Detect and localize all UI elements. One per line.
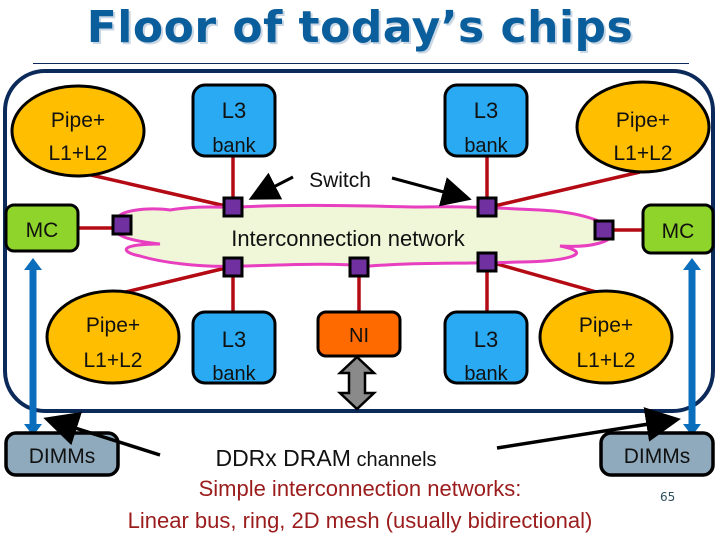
svg-text:bank: bank	[212, 363, 256, 385]
dram-channel-left	[24, 258, 42, 436]
switch-node	[111, 214, 133, 236]
dram-channel-right	[683, 258, 701, 436]
svg-text:Pipe+: Pipe+	[616, 109, 670, 132]
memory-controller-right: MC	[641, 203, 715, 255]
interconnection-network-cloud: Interconnection network	[113, 203, 614, 268]
interconnection-network-label: Interconnection network	[231, 226, 466, 251]
dram-channels-label: DDRx DRAM channels	[215, 445, 436, 471]
caption-line-1: Simple interconnection networks:	[198, 476, 522, 501]
switch-label: Switch	[309, 169, 371, 192]
slide-title: Floor of today’s chips	[86, 2, 634, 53]
svg-text:L3: L3	[222, 98, 246, 123]
l3-bank-bottom-right: L3 bank	[443, 310, 529, 385]
svg-text:NI: NI	[349, 325, 369, 347]
svg-text:DIMMs: DIMMs	[29, 445, 96, 468]
dimms-right: DIMMs	[599, 431, 715, 477]
svg-text:L3: L3	[222, 327, 246, 352]
svg-text:MC: MC	[662, 220, 695, 243]
l3-bank-top-right: L3 bank	[443, 83, 529, 158]
switches	[111, 196, 615, 278]
core-top-left: Pipe+ L1+L2	[10, 84, 146, 178]
switch-node	[222, 256, 244, 278]
switch-node	[476, 196, 498, 218]
svg-text:MC: MC	[26, 219, 59, 242]
switch-node	[593, 219, 615, 241]
dram-label-arrow-right	[496, 407, 681, 450]
svg-text:L3: L3	[474, 327, 498, 352]
svg-text:L1+L2: L1+L2	[577, 349, 636, 372]
l3-bank-bottom-left: L3 bank	[191, 310, 277, 385]
svg-text:L1+L2: L1+L2	[49, 142, 108, 165]
svg-text:Pipe+: Pipe+	[86, 314, 140, 337]
network-interface: NI	[316, 310, 402, 358]
svg-text:Pipe+: Pipe+	[579, 314, 633, 337]
offchip-io-arrow	[336, 355, 378, 411]
svg-text:bank: bank	[464, 363, 508, 385]
caption-line-2: Linear bus, ring, 2D mesh (usually bidir…	[127, 508, 593, 533]
dram-label-arrow-left	[43, 411, 161, 457]
core-bottom-left: Pipe+ L1+L2	[45, 289, 181, 385]
svg-text:bank: bank	[212, 135, 256, 157]
core-bottom-right: Pipe+ L1+L2	[538, 289, 674, 385]
slide-number: 65	[660, 490, 676, 504]
switch-node	[348, 256, 370, 278]
svg-text:bank: bank	[464, 135, 508, 157]
dimms-left: DIMMs	[4, 431, 120, 477]
switch-node	[476, 251, 498, 273]
switch-arrow-right	[391, 176, 472, 207]
svg-text:DIMMs: DIMMs	[624, 445, 691, 468]
svg-text:L1+L2: L1+L2	[614, 142, 673, 165]
svg-text:Pipe+: Pipe+	[51, 109, 105, 132]
l3-bank-top-left: L3 bank	[191, 83, 277, 158]
title-underline	[33, 63, 689, 64]
svg-text:L3: L3	[474, 98, 498, 123]
switch-node	[222, 196, 244, 218]
switch-arrow-left	[248, 172, 294, 200]
svg-text:L1+L2: L1+L2	[84, 349, 143, 372]
memory-controller-left: MC	[4, 203, 80, 253]
core-top-right: Pipe+ L1+L2	[575, 80, 711, 174]
